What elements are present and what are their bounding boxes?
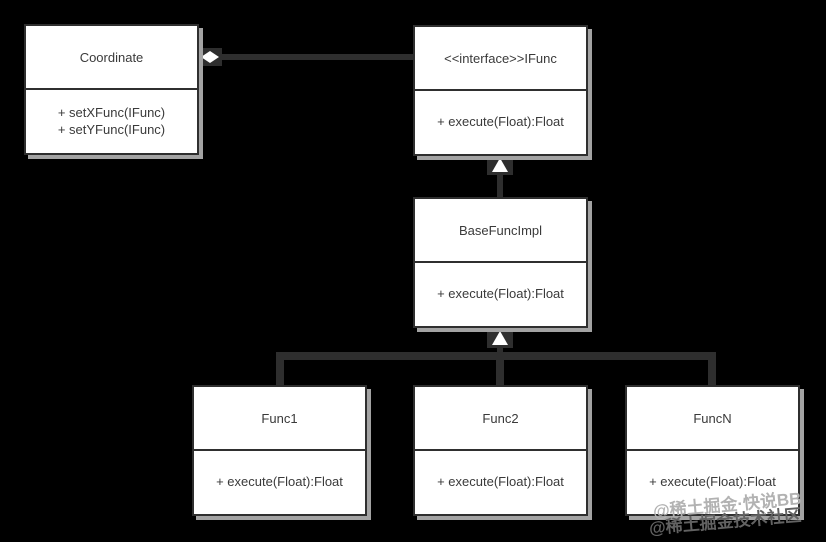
method-label: + setXFunc(IFunc) <box>57 104 166 120</box>
class-methods: + execute(Float):Float <box>415 91 586 152</box>
generalization-branch-funcn <box>708 352 716 385</box>
class-funcn: FuncN + execute(Float):Float <box>625 385 800 516</box>
class-ifunc: <<interface>>IFunc + execute(Float):Floa… <box>413 25 588 156</box>
class-methods: + setXFunc(IFunc) + setYFunc(IFunc) <box>26 90 197 151</box>
method-label: + execute(Float):Float <box>437 114 564 129</box>
realization-line <box>497 158 503 197</box>
method-label: + execute(Float):Float <box>216 474 343 489</box>
class-title: Func1 <box>194 387 365 451</box>
method-label: + setYFunc(IFunc) <box>57 121 166 137</box>
class-basefuncimpl: BaseFuncImpl + execute(Float):Float <box>413 197 588 328</box>
aggregation-diamond-icon <box>201 51 219 63</box>
class-methods: + execute(Float):Float <box>627 451 798 512</box>
class-methods: + execute(Float):Float <box>415 451 586 512</box>
class-title: <<interface>>IFunc <box>415 27 586 91</box>
class-methods: + execute(Float):Float <box>415 263 586 324</box>
class-title: Coordinate <box>26 26 197 90</box>
generalization-branch-func2 <box>496 352 504 385</box>
class-coordinate: Coordinate + setXFunc(IFunc) + setYFunc(… <box>24 24 199 155</box>
generalization-branch-func1 <box>276 352 284 385</box>
method-label: + execute(Float):Float <box>437 286 564 301</box>
method-label: + execute(Float):Float <box>437 474 564 489</box>
class-title: Func2 <box>415 387 586 451</box>
class-title: FuncN <box>627 387 798 451</box>
method-label: + execute(Float):Float <box>649 474 776 489</box>
class-methods: + execute(Float):Float <box>194 451 365 512</box>
class-func1: Func1 + execute(Float):Float <box>192 385 367 516</box>
class-title: BaseFuncImpl <box>415 199 586 263</box>
class-func2: Func2 + execute(Float):Float <box>413 385 588 516</box>
aggregation-line <box>199 54 413 60</box>
